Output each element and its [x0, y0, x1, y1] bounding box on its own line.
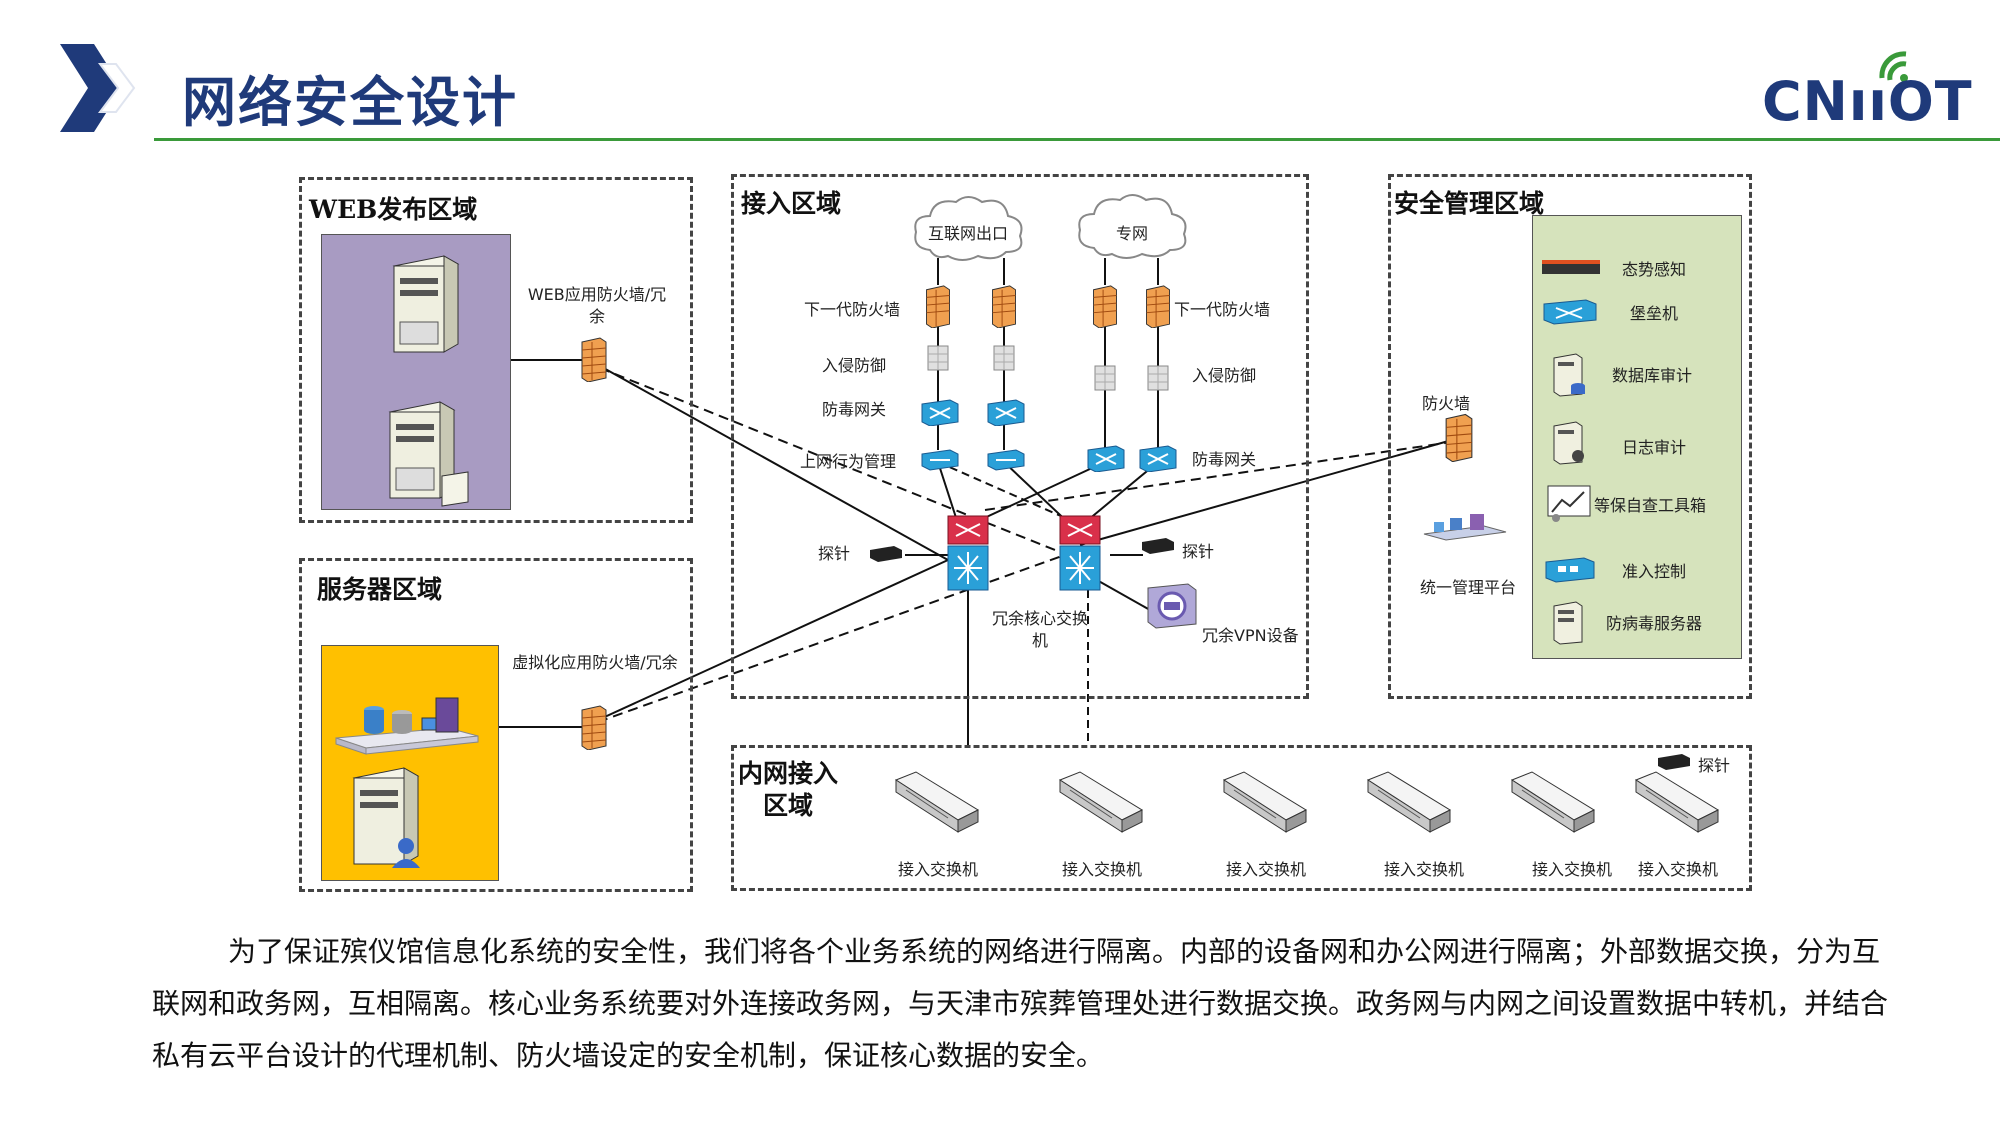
ips-icon	[927, 345, 949, 371]
access-switch-icon	[1634, 771, 1720, 833]
web-zone-title: WEB发布区域	[309, 195, 478, 224]
page-title: 网络安全设计	[182, 71, 518, 134]
security-zone	[1388, 174, 1752, 699]
firewall-icon	[992, 285, 1016, 328]
behavior-mgmt-label: 上网行为管理	[800, 452, 897, 471]
probe-intranet-label: 探针	[1698, 756, 1731, 775]
security-item-label: 数据库审计	[1612, 366, 1693, 385]
vpn-label: 冗余VPN设备	[1202, 626, 1299, 645]
brand-logo: CNııOT	[1762, 70, 1973, 133]
antivirus-server-icon	[1553, 601, 1583, 645]
access-switch-label: 接入交换机	[1532, 860, 1613, 879]
database-audit-icon	[1553, 353, 1585, 397]
core-switch-label: 冗余核心交换机	[991, 609, 1088, 650]
ngfw-left-label: 下一代防火墙	[804, 300, 901, 319]
probe-icon	[1142, 538, 1174, 554]
security-item-label: 准入控制	[1622, 562, 1687, 581]
wifi-signal-icon	[1879, 51, 1908, 82]
security-item-label: 日志审计	[1622, 438, 1687, 457]
cloud-icon	[914, 196, 1023, 261]
ips-left-label: 入侵防御	[822, 356, 887, 375]
bastion-host-icon	[1543, 299, 1597, 325]
cloud-icon	[1078, 194, 1187, 259]
firewall-icon	[581, 705, 607, 750]
ngfw-right-label: 下一代防火墙	[1174, 300, 1271, 319]
access-switch-icon	[1222, 771, 1308, 833]
web-zone	[299, 177, 693, 523]
ips-icon	[1147, 365, 1169, 391]
core-switch-icon	[1059, 515, 1101, 591]
firewall-icon	[1445, 413, 1473, 462]
server-zone	[299, 558, 693, 892]
access-switch-icon	[1366, 771, 1452, 833]
internet-exit-label: 互联网出口	[928, 224, 1009, 243]
switch-icon	[1139, 445, 1177, 472]
server-zone-title: 服务器区域	[317, 575, 443, 604]
av-gw-right-label: 防毒网关	[1192, 450, 1257, 469]
management-platform-icon	[1423, 514, 1507, 541]
security-item-label: 态势感知	[1622, 260, 1687, 279]
probe-icon	[870, 546, 902, 562]
unified-mgmt-label: 统一管理平台	[1420, 578, 1517, 597]
server-tower-icon	[392, 255, 460, 353]
behavior-mgmt-icon	[987, 449, 1025, 471]
ips-icon	[1094, 365, 1116, 391]
server-user-icon	[352, 767, 420, 868]
situation-awareness-icon	[1542, 260, 1600, 274]
access-switch-label: 接入交换机	[1638, 860, 1719, 879]
switch-icon	[987, 399, 1025, 426]
security-item-label: 等保自查工具箱	[1594, 496, 1707, 515]
virt-waf-label: 虚拟化应用防火墙/冗余	[512, 653, 678, 672]
ips-icon	[993, 345, 1015, 371]
intranet-zone-title: 内网接入区域	[737, 759, 838, 820]
access-switch-icon	[1058, 771, 1144, 833]
chart-trend-icon	[1547, 485, 1591, 522]
intranet-zone	[731, 745, 1752, 891]
ips-right-label: 入侵防御	[1192, 366, 1257, 385]
security-item-label: 防病毒服务器	[1606, 614, 1703, 633]
av-gw-left-label: 防毒网关	[822, 400, 887, 419]
firewall-icon	[1146, 285, 1170, 328]
access-switch-label: 接入交换机	[1384, 860, 1465, 879]
probe-icon	[1658, 754, 1690, 770]
private-net-label: 专网	[1116, 224, 1149, 243]
firewall-icon	[1093, 285, 1117, 328]
security-item-label: 堡垒机	[1630, 304, 1679, 323]
access-control-icon	[1545, 557, 1595, 583]
chevron-logo-icon	[60, 44, 136, 132]
security-zone-title: 安全管理区域	[1394, 189, 1545, 218]
core-switch-icon	[947, 515, 989, 591]
access-switch-label: 接入交换机	[1226, 860, 1307, 879]
virtualization-platform-icon	[335, 697, 479, 755]
switch-icon	[1087, 445, 1125, 472]
log-audit-icon	[1553, 421, 1584, 465]
web-waf-label: WEB应用防火墙/冗余	[527, 285, 667, 326]
firewall-icon	[581, 337, 607, 382]
behavior-mgmt-icon	[921, 449, 959, 471]
access-switch-label: 接入交换机	[1062, 860, 1143, 879]
firewall-icon	[926, 285, 950, 328]
access-switch-icon	[1510, 771, 1596, 833]
vpn-device-icon	[1147, 583, 1197, 629]
switch-icon	[921, 399, 959, 426]
probe-left-label: 探针	[818, 544, 851, 563]
title-divider	[154, 138, 2000, 141]
access-zone	[731, 174, 1309, 699]
firewall-label: 防火墙	[1422, 394, 1471, 413]
access-zone-title: 接入区域	[741, 189, 842, 218]
access-switch-label: 接入交换机	[898, 860, 979, 879]
web-server-icon	[388, 401, 469, 507]
access-switch-icon	[894, 771, 980, 833]
description-paragraph: 为了保证殡仪馆信息化系统的安全性，我们将各个业务系统的网络进行隔离。内部的设备网…	[152, 935, 1889, 1072]
probe-right-label: 探针	[1182, 542, 1215, 561]
